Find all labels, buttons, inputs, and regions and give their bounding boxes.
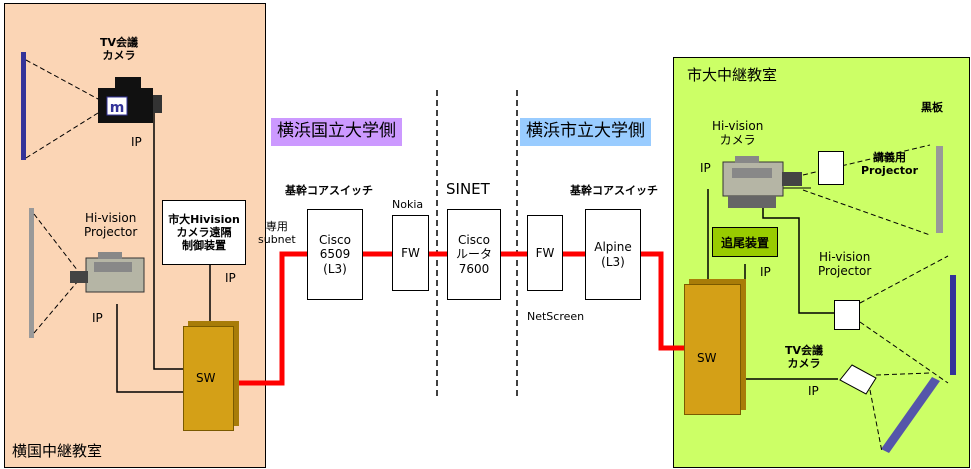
right-hivision-camera-ip: IP <box>700 161 711 175</box>
left-projector-screen <box>29 208 34 338</box>
tracking-device-box: 追尾装置 <box>712 227 778 257</box>
svg-text:m: m <box>110 100 125 116</box>
yokohama-city-label: 横浜市立大学側 <box>520 118 651 146</box>
left-projector-label: Hi-vision Projector <box>84 211 138 239</box>
sinet-label: SINET <box>446 180 490 198</box>
left-projector-ip: IP <box>92 311 103 325</box>
right-tv-camera-icon <box>839 364 877 395</box>
firewall-right-box: FW <box>527 215 563 291</box>
right-hivision-camera-icon <box>722 156 802 208</box>
right-tv-screen <box>881 377 940 453</box>
right-projector-screen <box>950 275 956 375</box>
cisco-6509-box: Cisco 6509 (L3) <box>307 209 363 300</box>
right-projector-device <box>834 300 860 330</box>
left-room-title: 横国中継教室 <box>12 442 103 460</box>
blackboard-label: 黒板 <box>921 101 943 114</box>
remote-control-ip: IP <box>225 271 236 285</box>
left-tv-screen <box>21 52 26 160</box>
cisco-router-box: Cisco ルータ 7600 <box>447 209 501 300</box>
core-switch-left-label: 基幹コアスイッチ <box>285 184 373 197</box>
right-room-title: 市大中継教室 <box>687 66 778 84</box>
firewall-left-box: FW <box>392 215 429 291</box>
right-switch-box <box>684 284 741 415</box>
alpine-box: Alpine (L3) <box>585 209 641 300</box>
right-hivision-camera-label: Hi-vision カメラ <box>712 119 764 147</box>
netscreen-label: NetScreen <box>527 310 585 323</box>
left-tv-camera-label: TV会議 カメラ <box>100 36 139 62</box>
right-switch-label: SW <box>697 351 717 365</box>
left-tv-camera-icon: m <box>98 77 162 123</box>
left-projector-icon <box>70 252 145 293</box>
remote-control-box: 市大Hivision カメラ遠隔 制御装置 <box>162 200 246 265</box>
tracking-device-ip: IP <box>760 265 771 279</box>
left-tv-camera-ip: IP <box>131 135 142 149</box>
core-switch-right-label: 基幹コアスイッチ <box>570 184 658 197</box>
network-link-alpine-sw <box>641 251 684 351</box>
blackboard <box>936 146 943 233</box>
dedicated-subnet-label: 専用 subnet <box>258 220 296 246</box>
lecture-projector-device <box>818 151 844 185</box>
network-backbone-line <box>236 251 307 386</box>
right-tv-camera-label: TV会議 カメラ <box>785 344 824 370</box>
right-projector-label: Hi-vision Projector <box>818 250 872 278</box>
yokohama-national-label: 横浜国立大学側 <box>271 118 402 146</box>
right-tv-camera-ip: IP <box>808 384 819 398</box>
left-switch-box <box>183 326 234 431</box>
lecture-projector-label: 講義用 Projector <box>861 151 919 177</box>
nokia-label: Nokia <box>392 198 424 211</box>
left-switch-label: SW <box>196 371 216 385</box>
